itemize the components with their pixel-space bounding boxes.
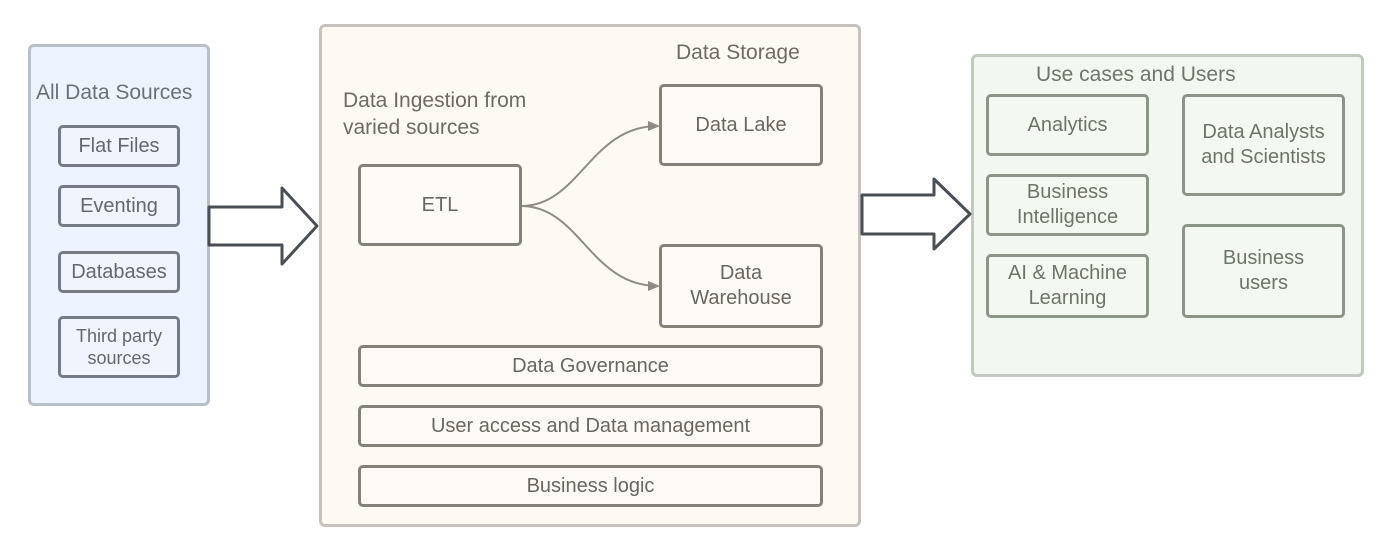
data-warehouse-label: Data Warehouse [690, 262, 792, 309]
layer-label: Business logic [526, 474, 655, 497]
user-label: Data Analysts and Scientists [1201, 121, 1326, 168]
usecase-label: AI & Machine Learning [1008, 262, 1127, 309]
source-label: Third party sources [75, 325, 163, 369]
flow-arrow-sources-to-storage [207, 186, 319, 266]
data-warehouse-box: Data Warehouse [659, 244, 823, 328]
sources-title: All Data Sources [36, 81, 193, 104]
usecase-business-intelligence: Business Intelligence [986, 174, 1149, 236]
data-governance-layer: Data Governance [358, 345, 823, 387]
data-lake-box: Data Lake [659, 84, 823, 166]
layer-label: User access and Data management [430, 414, 751, 437]
storage-title: Data Storage [676, 41, 800, 64]
source-label: Flat Files [78, 134, 160, 157]
layer-label: Data Governance [512, 354, 669, 377]
usecase-title: Use cases and Users [1036, 63, 1236, 86]
ingestion-label: Data Ingestion from varied sources [343, 89, 527, 140]
user-data-analysts: Data Analysts and Scientists [1182, 94, 1345, 196]
etl-box: ETL [358, 164, 522, 246]
usecase-analytics: Analytics [986, 94, 1149, 156]
business-logic-layer: Business logic [358, 465, 823, 507]
usecase-label: Analytics [1027, 113, 1108, 136]
flow-arrow-storage-to-usecases [860, 177, 972, 251]
usecase-ai-ml: AI & Machine Learning [986, 254, 1149, 318]
usecase-label: Business Intelligence [1016, 181, 1119, 228]
etl-to-data-lake-connector [520, 121, 660, 207]
source-eventing: Eventing [58, 185, 180, 227]
source-flat-files: Flat Files [58, 125, 180, 167]
user-access-layer: User access and Data management [358, 405, 823, 447]
source-label: Eventing [80, 194, 158, 217]
source-databases: Databases [58, 251, 180, 293]
source-label: Databases [71, 260, 167, 283]
data-lake-label: Data Lake [695, 113, 787, 136]
etl-to-data-warehouse-connector [520, 205, 660, 291]
user-business-users: Business users [1182, 224, 1345, 318]
etl-label: ETL [421, 193, 459, 216]
source-third-party: Third party sources [58, 316, 180, 378]
user-label: Business users [1222, 247, 1305, 294]
